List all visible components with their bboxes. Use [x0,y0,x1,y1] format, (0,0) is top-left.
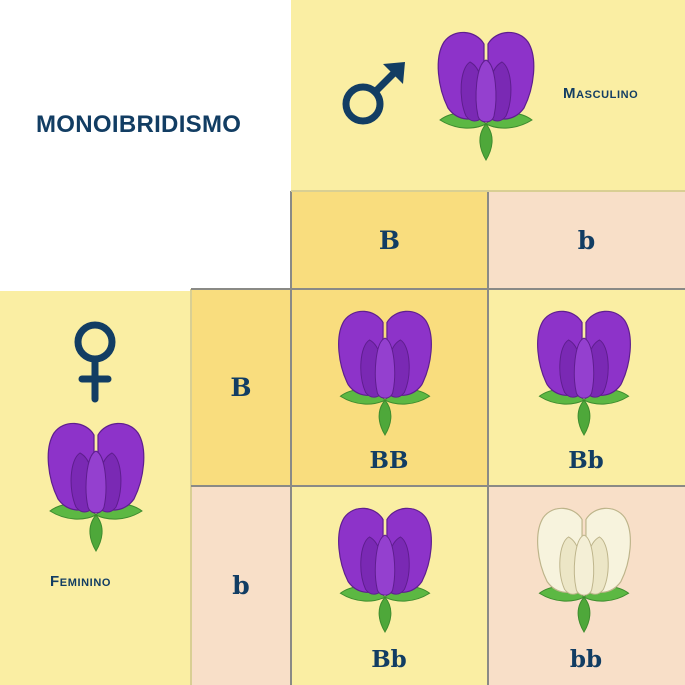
grid-divider [291,190,685,192]
female-panel: Feminino [0,291,191,685]
male-symbol-icon [342,62,405,125]
female-allele-b: b [191,486,291,685]
offspring-cell-Bb-bottom: Bb [291,486,488,685]
grid-divider [191,485,685,487]
grid-divider [191,288,685,290]
offspring-cell-bb: bb [488,486,685,685]
male-label: Masculino [563,85,639,102]
male-flower-icon [437,31,535,161]
offspring-white-flower-icon [537,507,631,633]
offspring-cell-Bb-top: Bb [488,289,685,486]
offspring-genotype: Bb [568,447,604,474]
grid-divider [290,191,292,685]
female-flower-icon [47,422,145,552]
diagram-title: MONOIBRIDISMO [36,111,242,138]
grid-divider [190,289,192,685]
female-symbol-icon [74,321,116,403]
offspring-flower-icon [537,310,631,436]
offspring-genotype: Bb [371,646,407,673]
offspring-genotype: BB [369,447,409,474]
female-allele-B: B [191,289,291,486]
offspring-flower-icon [338,507,432,633]
offspring-flower-icon [338,310,432,436]
male-allele-b: b [488,191,685,289]
female-label: Feminino [50,573,112,590]
male-allele-B: B [291,191,488,289]
offspring-cell-BB: BB [291,289,488,486]
grid-divider [487,191,489,685]
offspring-genotype: bb [569,646,603,673]
male-panel: Masculino [291,0,685,191]
